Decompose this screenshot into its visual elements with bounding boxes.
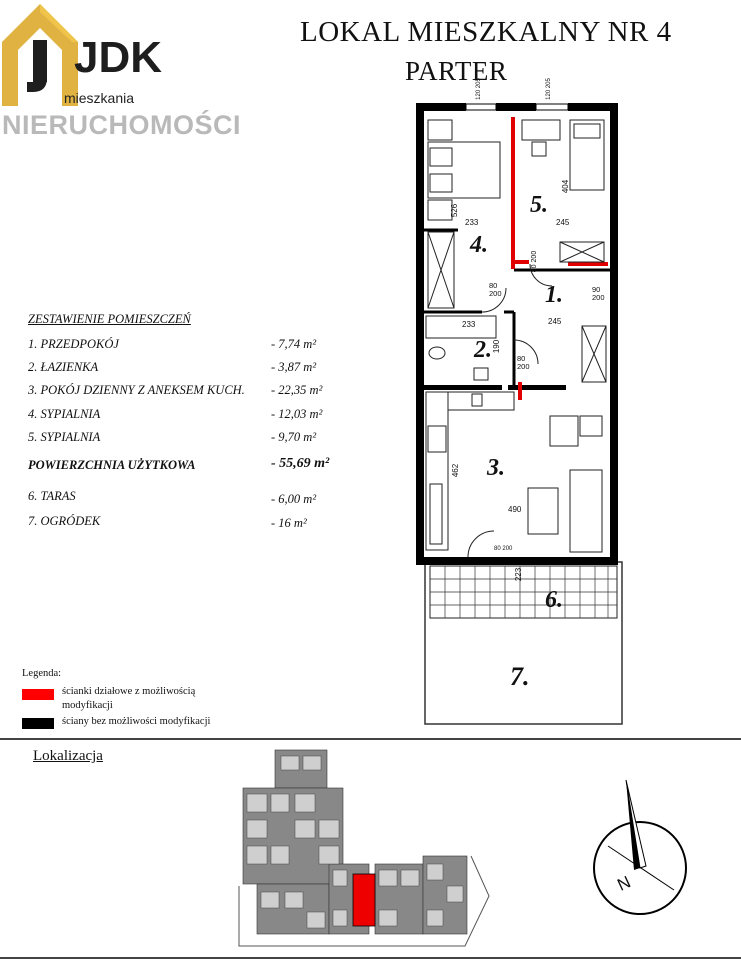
- dimension-label: 462: [451, 463, 461, 478]
- room-label-1: 1.: [545, 282, 563, 308]
- bottom-border: [0, 957, 741, 959]
- site-plan: [238, 749, 490, 947]
- room-label-6: 6.: [545, 587, 563, 613]
- dimension-label: 223: [514, 567, 524, 582]
- legend-title: Legenda:: [22, 668, 62, 679]
- logo-name: JDK: [74, 33, 163, 82]
- extra-row-label: 7. OGRÓDEK: [28, 514, 101, 528]
- logo-mark-icon: [2, 4, 78, 106]
- room-row-area: - 12,03 m²: [271, 407, 323, 421]
- living-room-furniture: [527, 325, 607, 553]
- apartment-highlight: [352, 873, 376, 927]
- dimension-label: 233: [462, 320, 476, 329]
- section-divider: [0, 738, 741, 740]
- logo-brand: NIERUCHOMOŚCI: [2, 110, 242, 140]
- compass-icon: [593, 779, 687, 915]
- room-row-area: - 3,87 m²: [271, 360, 317, 374]
- page-title: LOKAL MIESZKALNY NR 4: [300, 16, 672, 48]
- legend-swatch-red: [22, 689, 54, 700]
- dimension-label: 233: [465, 218, 479, 227]
- total-area-value: - 55,69 m²: [271, 456, 330, 471]
- room-row-label: 3. POKÓJ DZIENNY Z ANEKSEM KUCH.: [28, 383, 245, 397]
- kitchen-counter: [425, 391, 515, 551]
- door-label: 80 200: [531, 250, 539, 273]
- load-bearing-walls: [416, 103, 618, 565]
- floor-plan: [416, 103, 623, 725]
- summary-heading: ZESTAWIENIE POMIESZCZEŃ: [28, 312, 191, 326]
- bed-room4: [427, 119, 501, 221]
- room-row-area: - 22,35 m²: [271, 383, 323, 397]
- door-swings: [467, 263, 553, 558]
- legend-item-label: ściany bez możliwości modyfikacji: [62, 716, 211, 727]
- terrace-hatch: [429, 565, 618, 619]
- floor-subtitle: PARTER: [405, 56, 508, 86]
- room-row-area: - 7,74 m²: [271, 337, 317, 351]
- room-row-label: 1. PRZEDPOKÓJ: [28, 337, 119, 351]
- interior-walls: [424, 228, 610, 385]
- window-label: 120 205: [475, 78, 482, 100]
- dimension-label: 245: [556, 218, 570, 227]
- dimension-label: 526: [450, 203, 460, 218]
- dimension-label: 190: [492, 339, 502, 354]
- bed-room5: [521, 119, 605, 263]
- extra-row-area: - 6,00 m²: [271, 492, 317, 506]
- legend-item-label: modyfikacji: [62, 700, 113, 711]
- room-row-label: 2. ŁAZIENKA: [28, 360, 99, 374]
- legend-swatch-black: [22, 718, 54, 729]
- dimension-label: 404: [561, 179, 571, 194]
- room-label-7: 7.: [510, 662, 530, 691]
- room-label-2: 2.: [474, 337, 492, 363]
- extra-row-label: 6. TARAS: [28, 489, 76, 503]
- room-label-5: 5.: [530, 192, 548, 218]
- room-row-label: 4. SYPIALNIA: [28, 407, 101, 421]
- extra-row-area: - 16 m²: [271, 516, 307, 530]
- room-row-area: - 9,70 m²: [271, 430, 317, 444]
- dimension-label: 245: [548, 317, 562, 326]
- location-title: Lokalizacja: [33, 748, 103, 764]
- dimension-label: 490: [508, 505, 522, 514]
- window-label: 120 205: [545, 78, 552, 100]
- room-label-4: 4.: [470, 232, 488, 258]
- room-row-label: 5. SYPIALNIA: [28, 430, 101, 444]
- door-label: 80 200: [494, 546, 513, 552]
- room-label-3: 3.: [487, 455, 505, 481]
- modifiable-partitions: [511, 117, 608, 400]
- garden-outline: [424, 561, 623, 725]
- wardrobe-room4: [427, 231, 455, 309]
- total-area-label: POWIERZCHNIA UŻYTKOWA: [28, 458, 196, 472]
- bathroom-fixtures: [425, 315, 497, 381]
- windows: [465, 103, 569, 111]
- logo-tagline: mieszkania: [64, 90, 135, 106]
- legend-item-label: ścianki działowe z możliwością: [62, 686, 196, 697]
